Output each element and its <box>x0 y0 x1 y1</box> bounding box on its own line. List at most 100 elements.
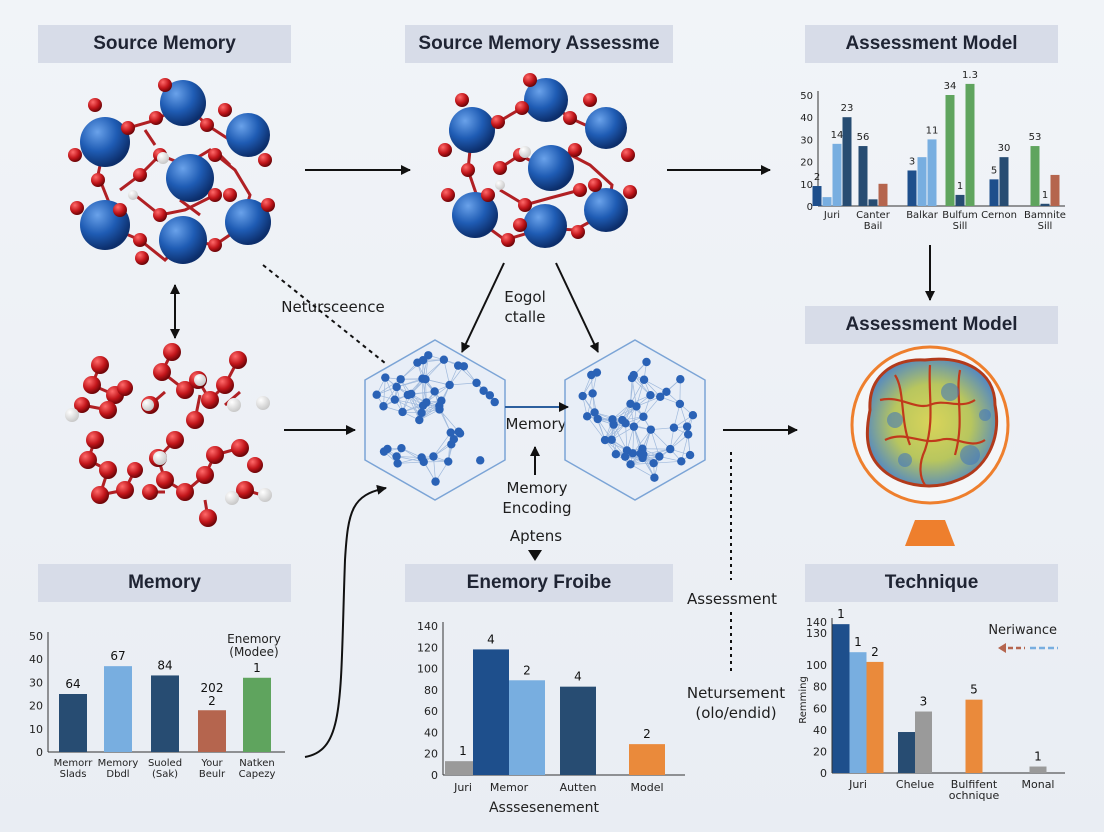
bar <box>849 652 867 773</box>
bar <box>989 179 999 206</box>
network-edge <box>594 412 623 421</box>
network-edge <box>611 426 635 441</box>
network-edge <box>396 456 424 463</box>
header-source-memory-assessment: Source Memory Assessme <box>405 25 673 63</box>
bar-data-label: 5 <box>991 165 997 176</box>
network-node <box>372 390 381 399</box>
header-assessment-model-top: Assessment Model <box>805 25 1058 63</box>
network-node <box>642 357 651 367</box>
y-tick-label: 0 <box>820 767 827 780</box>
network-node <box>677 457 686 466</box>
network-node <box>578 391 587 401</box>
bar <box>243 677 271 752</box>
network-edge <box>396 386 403 413</box>
bar <box>473 649 509 775</box>
y-tick-label: 80 <box>813 681 827 694</box>
bar <box>915 711 932 773</box>
y-tick-label: 50 <box>800 91 813 102</box>
network-node <box>662 387 671 397</box>
y-tick-label: 40 <box>813 724 827 737</box>
arrow-curved-memory <box>304 484 387 758</box>
bar <box>965 83 975 206</box>
network-node <box>435 405 444 414</box>
network-node <box>392 382 401 392</box>
y-tick-label: 40 <box>29 653 43 666</box>
label-eogol-ctalle: Eogol ctalle <box>504 288 546 326</box>
y-tick-label: 100 <box>417 663 438 676</box>
y-tick-label: 10 <box>800 180 813 191</box>
bar-data-label: 1 <box>253 661 261 675</box>
category-label: Juri <box>453 781 472 794</box>
network-edge <box>613 406 637 425</box>
network-node <box>683 430 693 439</box>
header-source-memory: Source Memory <box>38 25 291 63</box>
network-edge <box>669 426 688 450</box>
molecule-source-memory-assessment <box>438 73 637 248</box>
network-edge <box>650 429 660 457</box>
bar <box>1029 766 1047 773</box>
bar <box>832 143 842 206</box>
network-node <box>379 402 388 411</box>
molecule-source-memory <box>68 78 275 265</box>
network-node <box>439 355 449 364</box>
y-tick-label: 60 <box>424 705 438 718</box>
bar <box>927 139 937 206</box>
label-memory-link: Memory <box>505 415 567 433</box>
category-label: Suoled(Sak) <box>148 758 182 780</box>
bar <box>898 732 915 773</box>
category-label: Monal <box>1022 778 1055 791</box>
category-label: Juri <box>848 778 867 791</box>
network-edge <box>643 379 667 393</box>
bar-data-label: 4 <box>487 632 495 646</box>
network-node <box>621 419 630 428</box>
y-axis-label: Remming <box>798 676 809 724</box>
bar-data-label: 2 <box>871 645 879 659</box>
network-node <box>588 389 597 398</box>
network-edge <box>633 374 651 396</box>
network-node <box>490 397 499 407</box>
molecule-fragments <box>65 343 272 527</box>
network-node <box>611 450 621 459</box>
network-edge <box>650 429 671 450</box>
bar-data-label: 1 <box>1042 190 1048 201</box>
legend-label: Enemory(Modee) <box>227 632 281 659</box>
bar-data-label: 2 <box>814 172 820 183</box>
network-node <box>629 422 639 431</box>
bar-data-label: 67 <box>110 649 125 663</box>
network-node <box>685 450 695 460</box>
arrow-dashed-neturscence <box>262 264 386 364</box>
network-node <box>582 412 592 421</box>
y-tick-label: 20 <box>29 700 43 713</box>
network-node <box>649 458 658 468</box>
header-enemory-froibe: Enemory Froibe <box>405 564 673 602</box>
network-node <box>397 443 406 453</box>
network-edge <box>425 359 445 380</box>
category-label: Chelue <box>896 778 934 791</box>
bar-data-label: 64 <box>65 677 80 691</box>
network-node <box>650 473 659 482</box>
y-tick-label: 60 <box>813 702 827 715</box>
network-node <box>600 435 610 445</box>
network-edge <box>433 456 436 482</box>
network-node <box>688 410 698 420</box>
bar <box>629 744 665 775</box>
network-edge <box>636 379 645 407</box>
y-tick-label: 140 <box>806 616 827 629</box>
bar <box>858 146 868 206</box>
bar-data-label: 14 <box>831 130 844 141</box>
network-node <box>398 407 407 417</box>
category-label: Juri <box>823 210 840 221</box>
y-tick-label: 10 <box>29 723 43 736</box>
network-node <box>421 374 430 384</box>
network-edge <box>680 434 689 462</box>
network-node <box>446 428 455 437</box>
bar-data-label: 30 <box>998 143 1011 154</box>
network-node <box>379 447 389 456</box>
category-label: Memor <box>490 781 529 794</box>
network-edge <box>394 399 422 414</box>
network-node <box>415 415 424 425</box>
network-node <box>476 456 485 465</box>
bar <box>832 624 850 773</box>
